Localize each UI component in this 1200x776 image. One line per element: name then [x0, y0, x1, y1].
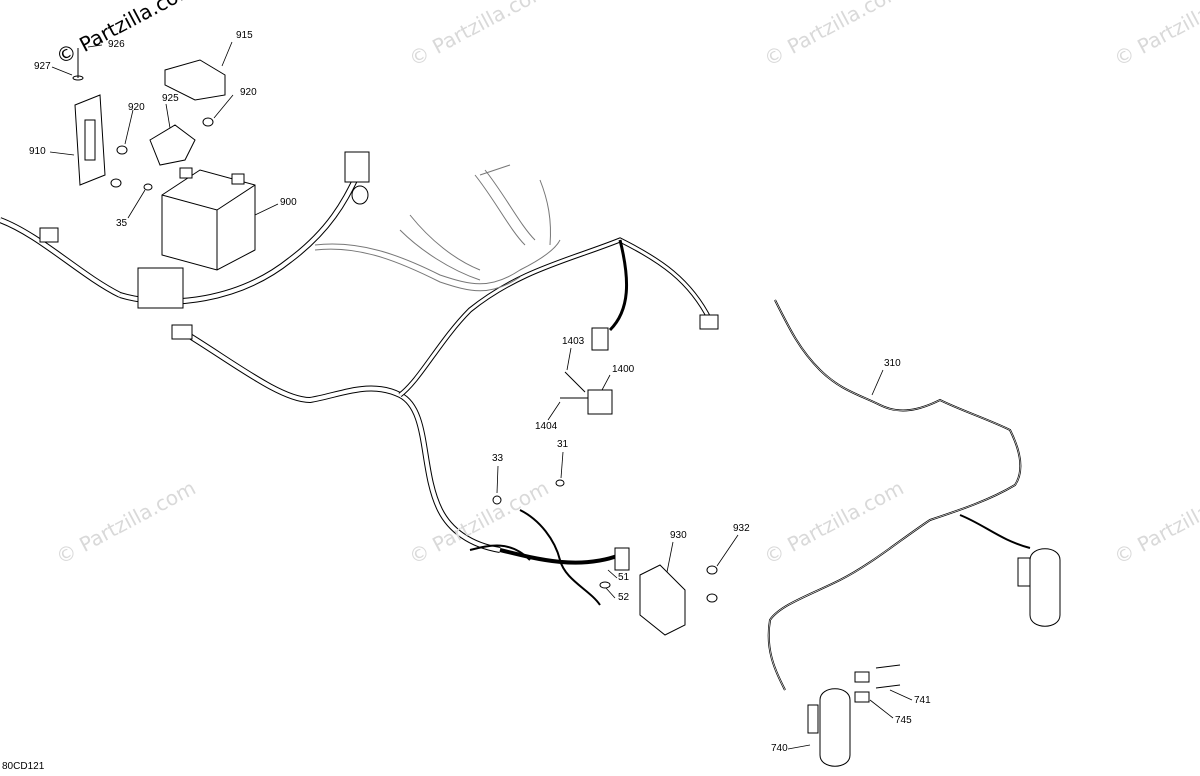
callout-910: 910	[29, 146, 46, 157]
callout-932: 932	[733, 523, 750, 534]
callout-741: 741	[914, 695, 931, 706]
callout-35: 35	[116, 218, 128, 229]
callout-31: 31	[557, 439, 569, 450]
callout-927: 927	[34, 61, 51, 72]
callout-930: 930	[670, 530, 687, 541]
holder-915	[164, 59, 226, 101]
callout-1403: 1403	[562, 336, 585, 347]
callout-920-left: 920	[128, 102, 145, 113]
callout-925: 925	[162, 93, 179, 104]
battery-900	[161, 167, 256, 271]
callout-310: 310	[884, 358, 901, 369]
light-upper-right	[1029, 548, 1061, 627]
callout-51: 51	[618, 572, 630, 583]
callout-915: 915	[236, 30, 253, 41]
diagram-code: 80CD121	[2, 761, 45, 772]
callout-52: 52	[618, 592, 630, 603]
cover-925	[149, 124, 196, 166]
sensor-1400	[560, 371, 613, 415]
main-connector	[137, 267, 184, 309]
module-930	[639, 564, 686, 636]
callout-920-right: 920	[240, 87, 257, 98]
light-740	[819, 688, 851, 767]
callout-1400: 1400	[612, 364, 635, 375]
callout-33: 33	[492, 453, 504, 464]
callout-1404: 1404	[535, 421, 558, 432]
callout-926: 926	[108, 39, 125, 50]
sensor-branch	[608, 239, 629, 332]
battery-bracket-910	[74, 94, 106, 186]
callout-740: 740	[771, 743, 788, 754]
callout-900: 900	[280, 197, 297, 208]
callout-745: 745	[895, 715, 912, 726]
